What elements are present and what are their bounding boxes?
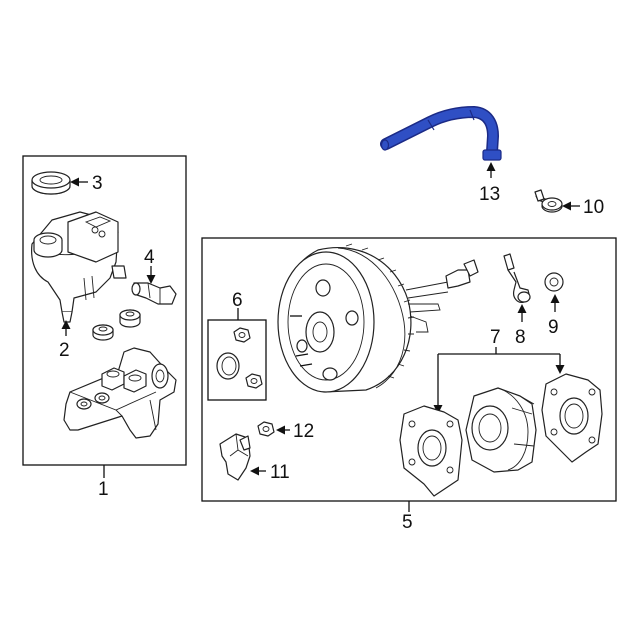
nut-lower[interactable] [245,373,263,389]
callout-5: 5 [402,512,413,533]
callout-3: 3 [92,173,103,194]
gasket-front[interactable] [399,405,463,497]
master-cylinder[interactable] [63,347,177,439]
callout-8: 8 [515,327,526,348]
callout-11: 11 [270,462,290,483]
callout-12: 12 [293,421,314,442]
fluid-reservoir[interactable] [31,211,127,323]
grommet-right[interactable] [119,309,141,328]
booster-spacer[interactable] [465,387,537,473]
reservoir-cap[interactable] [31,171,71,195]
vacuum-hose[interactable] [380,106,502,161]
callout-7: 7 [490,327,501,348]
grommet-left[interactable] [92,324,114,341]
o-ring-seal[interactable] [216,352,240,380]
brake-booster[interactable] [277,243,479,393]
nut-upper[interactable] [233,327,251,343]
fluid-level-sensor[interactable] [131,282,177,305]
pedal-switch[interactable] [219,433,251,481]
mounting-bolt[interactable] [534,189,563,213]
group-box-6 [207,319,267,401]
grommet-washer[interactable] [544,272,564,292]
callout-13: 13 [479,184,500,205]
callout-2: 2 [59,340,70,361]
callout-4: 4 [144,247,155,268]
callout-9: 9 [548,317,559,338]
mounting-nut[interactable] [257,421,275,437]
gasket-rear[interactable] [541,373,603,463]
callout-10: 10 [583,197,604,218]
callout-1: 1 [98,479,109,500]
check-valve[interactable] [503,253,531,303]
callout-6: 6 [232,290,243,311]
